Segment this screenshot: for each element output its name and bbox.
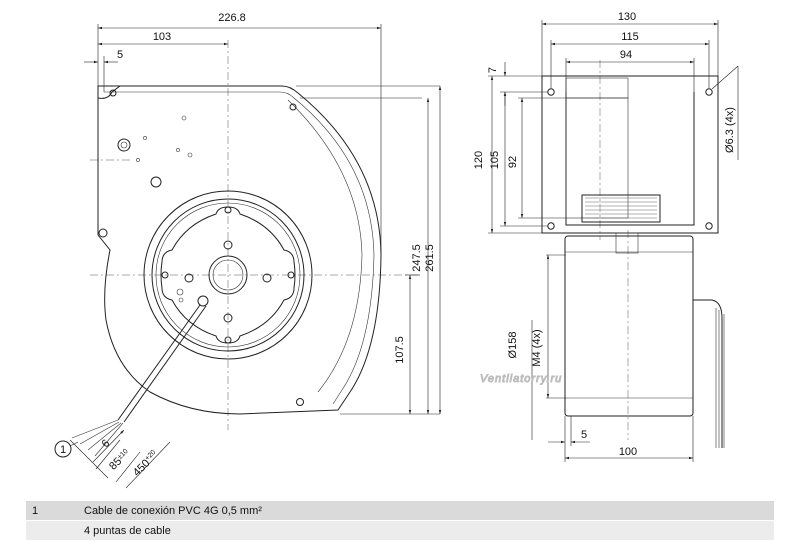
legend-row: 4 puntas de cable xyxy=(26,520,774,540)
dim-thread-m4: M4 (4x) xyxy=(531,329,543,366)
dim-130: 130 xyxy=(618,11,636,23)
dim-115: 115 xyxy=(621,31,639,43)
dim-7: 7 xyxy=(487,67,499,73)
front-view: 226.8 103 5 247.5 261.5 107.5 1 6 85±10 … xyxy=(54,12,442,489)
legend-table: 1 Cable de conexión PVC 4G 0,5 mm² 4 pun… xyxy=(26,500,774,540)
dim-base-100: 100 xyxy=(619,446,637,458)
legend-num: 1 xyxy=(26,500,78,521)
dim-226-8: 226.8 xyxy=(218,12,246,24)
cable xyxy=(117,304,201,421)
watermark: Ventilatorry.ru xyxy=(480,373,562,385)
legend-text: Cable de conexión PVC 4G 0,5 mm² xyxy=(78,500,774,521)
cable-gland xyxy=(197,295,209,307)
dim-107-5: 107.5 xyxy=(394,336,406,364)
dim-120: 120 xyxy=(473,151,485,169)
hub xyxy=(208,255,248,295)
side-view: 130 115 94 7 120 105 92 Ø6.3 (4x) Ø158 M… xyxy=(473,11,739,462)
housing-outline xyxy=(97,85,382,415)
callout-1-label: 1 xyxy=(60,444,66,456)
dim-cable-450: 450+20 xyxy=(131,449,161,479)
dim-247-5: 247.5 xyxy=(411,244,423,272)
dim-hole: Ø6.3 (4x) xyxy=(724,107,736,153)
dim-94: 94 xyxy=(620,49,632,61)
legend-row: 1 Cable de conexión PVC 4G 0,5 mm² xyxy=(26,500,774,521)
dim-92: 92 xyxy=(507,156,519,168)
dim-dia-158: Ø158 xyxy=(507,332,519,359)
dim-5-flange: 5 xyxy=(117,49,123,61)
dim-base-5: 5 xyxy=(581,429,587,441)
callout-1 xyxy=(54,440,72,458)
technical-drawing: 226.8 103 5 247.5 261.5 107.5 1 6 85±10 … xyxy=(54,11,739,489)
legend-num xyxy=(26,520,78,540)
legend-text: 4 puntas de cable xyxy=(78,520,774,540)
flange-plate xyxy=(541,75,719,234)
dim-103: 103 xyxy=(153,31,171,43)
dim-261-5: 261.5 xyxy=(424,244,436,272)
impeller-outer xyxy=(143,190,313,360)
dim-105: 105 xyxy=(489,151,501,169)
motor-body xyxy=(564,235,694,417)
